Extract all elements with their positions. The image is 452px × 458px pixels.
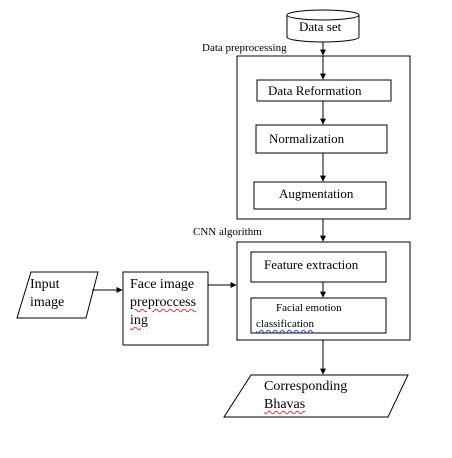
dataset-label: Data set	[299, 19, 342, 34]
dataset-cylinder	[286, 9, 360, 43]
augmentation-label: Augmentation	[279, 186, 354, 201]
input-image-label-line2: image	[30, 295, 65, 310]
output-label-line1: Corresponding	[264, 379, 348, 394]
feature-extraction-box	[250, 251, 387, 283]
output-text-2: Bhavas	[264, 397, 306, 412]
data-preprocessing-label: Data preprocessing	[202, 42, 287, 54]
output-parallelogram	[223, 374, 409, 418]
input-image-parallelogram	[16, 271, 99, 319]
normalization-label: Normalization	[269, 131, 345, 146]
face-preproc-text-2: preproccess	[130, 295, 197, 310]
augmentation-box	[253, 181, 387, 210]
input-image-label-line1: Input	[30, 277, 60, 292]
face-preproc-text-3: ing	[130, 313, 148, 328]
facial-emotion-label-line1: Facial emotion	[276, 302, 342, 315]
data-reformation-box	[256, 79, 392, 102]
face-preprocessing-box	[122, 271, 209, 346]
facial-emotion-text-2: classification	[256, 318, 315, 330]
feature-extraction-label: Feature extraction	[264, 257, 359, 272]
normalization-box	[255, 124, 388, 154]
facial-emotion-text-1: Facial emotion	[276, 302, 342, 314]
face-preproc-label-line1: Face image	[130, 277, 195, 292]
data-reformation-label: Data Reformation	[268, 83, 362, 98]
facial-emotion-box	[250, 297, 387, 334]
facial-emotion-label-line2: classification	[256, 318, 314, 331]
cnn-algorithm-label: CNN algorithm	[193, 226, 262, 238]
output-label-line2: Bhavas	[264, 397, 305, 413]
face-preproc-label-line2: preproccess	[130, 295, 196, 311]
face-preproc-label-line3: ing	[130, 313, 148, 329]
